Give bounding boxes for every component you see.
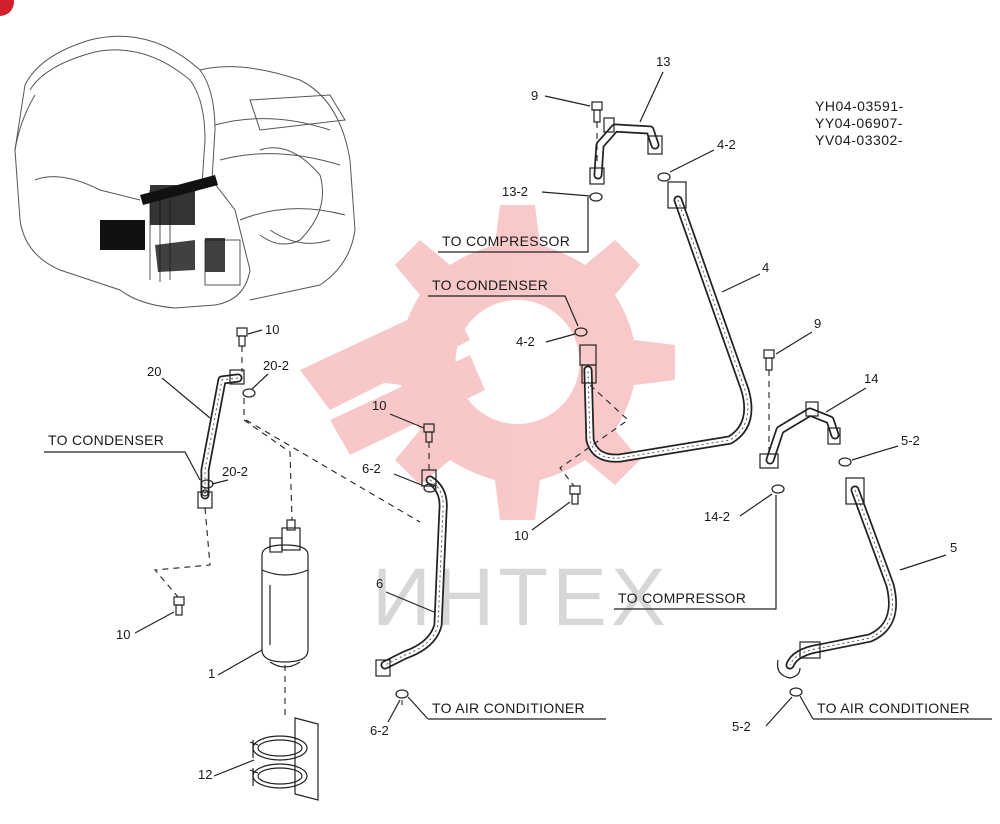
corner-badge <box>0 0 14 16</box>
o-ring-5-2-lower[interactable] <box>789 687 803 697</box>
svg-text:6-2: 6-2 <box>362 461 381 476</box>
hose-part-5[interactable] <box>776 477 897 679</box>
hose-part-6[interactable] <box>375 469 448 677</box>
callout-6-2-lower: 6-2 <box>370 699 401 738</box>
callout-9-right: 9 <box>775 316 821 355</box>
svg-text:TO AIR CONDITIONER: TO AIR CONDITIONER <box>432 700 585 716</box>
callout-10-mid: 10 <box>372 398 425 429</box>
callout-4-2-lower: 4-2 <box>516 333 576 349</box>
o-ring-5-2-upper[interactable] <box>838 457 852 467</box>
callout-10-right: 10 <box>514 501 571 543</box>
svg-text:6: 6 <box>376 576 383 591</box>
serial-number-1: YH04-03591- <box>815 98 904 114</box>
watermark-logo <box>300 205 675 520</box>
svg-text:13: 13 <box>656 54 670 69</box>
pipe-part-13[interactable] <box>589 117 663 185</box>
callout-14: 14 <box>825 371 878 413</box>
pipe-part-14[interactable] <box>759 401 841 469</box>
svg-text:TO COMPRESSOR: TO COMPRESSOR <box>618 590 746 606</box>
callout-5: 5 <box>899 540 957 571</box>
o-ring-14-2[interactable] <box>771 484 785 494</box>
svg-text:TO AIR CONDITIONER: TO AIR CONDITIONER <box>817 700 970 716</box>
destination-to-air-conditioner-right: TO AIR CONDITIONER <box>799 695 992 720</box>
serial-number-2: YY04-06907- <box>815 115 903 131</box>
svg-text:9: 9 <box>531 88 538 103</box>
callout-4-2-upper: 4-2 <box>669 137 736 173</box>
callout-1: 1 <box>208 649 263 681</box>
svg-text:14-2: 14-2 <box>704 509 730 524</box>
callout-13-2: 13-2 <box>502 184 591 199</box>
destination-to-condenser-middle: TO CONDENSER <box>428 277 579 327</box>
bolt-10-top[interactable] <box>236 327 248 347</box>
svg-text:TO COMPRESSOR: TO COMPRESSOR <box>442 233 570 249</box>
o-ring-20-2-upper[interactable] <box>242 388 256 398</box>
watermark-gear-icon <box>360 205 675 520</box>
hose-part-4[interactable] <box>579 181 753 463</box>
destination-to-air-conditioner-middle: TO AIR CONDITIONER <box>407 696 606 720</box>
o-ring-6-2-upper[interactable] <box>423 483 437 493</box>
destination-to-condenser-left: TO CONDENSER <box>44 432 201 481</box>
svg-text:4: 4 <box>762 260 769 275</box>
callout-4: 4 <box>721 260 769 293</box>
svg-text:10: 10 <box>372 398 386 413</box>
svg-text:4-2: 4-2 <box>516 334 535 349</box>
callout-10-top: 10 <box>247 322 279 337</box>
svg-text:5-2: 5-2 <box>732 719 751 734</box>
svg-text:13-2: 13-2 <box>502 184 528 199</box>
svg-text:10: 10 <box>265 322 279 337</box>
callout-6: 6 <box>376 576 435 613</box>
callout-20: 20 <box>147 364 211 419</box>
svg-text:10: 10 <box>116 627 130 642</box>
svg-text:14: 14 <box>864 371 878 386</box>
o-ring-13-2[interactable] <box>589 192 603 202</box>
svg-text:20: 20 <box>147 364 161 379</box>
callout-5-2-upper: 5-2 <box>851 433 920 461</box>
machine-location-sketch <box>14 35 356 309</box>
svg-text:4-2: 4-2 <box>717 137 736 152</box>
callout-6-2-upper: 6-2 <box>362 461 425 487</box>
o-ring-6-2-lower[interactable] <box>395 689 409 699</box>
machine-component-block <box>100 220 145 250</box>
callout-13: 13 <box>639 54 670 123</box>
o-ring-4-2-upper[interactable] <box>657 172 671 182</box>
bolt-10-right[interactable] <box>569 485 581 505</box>
svg-text:5: 5 <box>950 540 957 555</box>
serial-number-3: YV04-03302- <box>815 132 903 148</box>
callout-5-2-lower: 5-2 <box>732 696 793 734</box>
callout-20-2-upper: 20-2 <box>251 358 289 390</box>
svg-text:6-2: 6-2 <box>370 723 389 738</box>
bolt-10-lower[interactable] <box>173 596 185 616</box>
bracket-part-12[interactable] <box>249 717 319 801</box>
svg-text:20-2: 20-2 <box>263 358 289 373</box>
callout-10-lower: 10 <box>116 611 175 642</box>
svg-text:TO CONDENSER: TO CONDENSER <box>432 277 548 293</box>
destination-to-compressor-upper: TO COMPRESSOR <box>438 197 589 253</box>
bolt-9-right[interactable] <box>763 349 775 371</box>
hose-part-20[interactable] <box>197 369 245 509</box>
svg-text:5-2: 5-2 <box>901 433 920 448</box>
assembly-dashed-lines <box>153 122 770 715</box>
callout-14-2: 14-2 <box>704 493 773 524</box>
svg-text:10: 10 <box>514 528 528 543</box>
callout-12: 12 <box>198 759 255 782</box>
svg-text:TO CONDENSER: TO CONDENSER <box>48 432 164 448</box>
svg-text:20-2: 20-2 <box>222 464 248 479</box>
receiver-drier-part-1[interactable] <box>261 519 309 668</box>
svg-text:9: 9 <box>814 316 821 331</box>
callout-9-upper: 9 <box>531 88 591 107</box>
o-ring-4-2-lower[interactable] <box>574 327 588 337</box>
svg-text:1: 1 <box>208 666 215 681</box>
watermark-text: ИНТЕХ <box>372 552 670 643</box>
bolt-9-upper[interactable] <box>591 101 603 123</box>
callout-20-2-lower: 20-2 <box>211 464 248 485</box>
svg-text:12: 12 <box>198 767 212 782</box>
destination-to-compressor-lower: TO COMPRESSOR <box>614 495 777 610</box>
